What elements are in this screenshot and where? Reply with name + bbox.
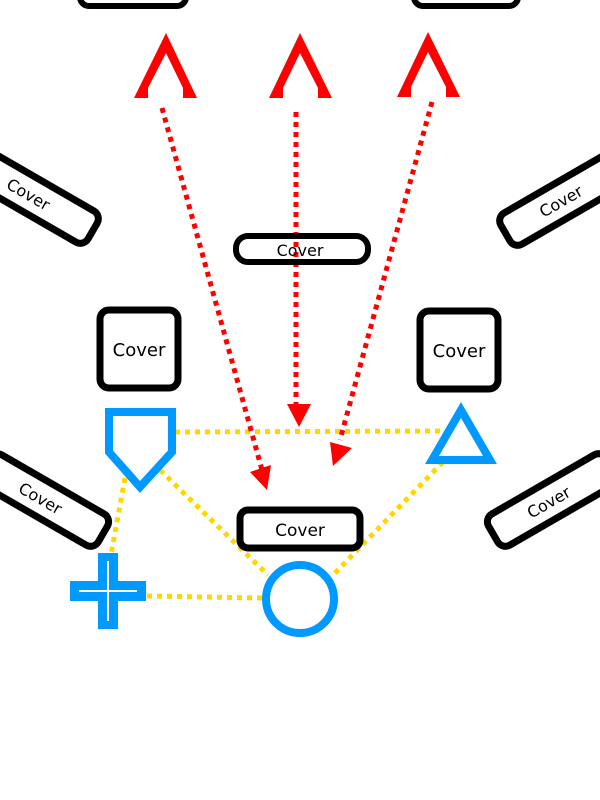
cover-right-square[interactable]: Cover: [416, 307, 502, 393]
arrowhead-left: [250, 465, 271, 490]
cover-label: Cover: [275, 521, 325, 541]
arrow-left: [159, 107, 265, 471]
caret-right-icon: [397, 32, 460, 97]
caret-left-icon: [134, 33, 197, 98]
pentagon-shield-icon[interactable]: [105, 408, 176, 493]
blue-shapes: [105, 402, 497, 637]
red-arrows: [159, 101, 435, 471]
cover-label: Cover: [113, 340, 166, 361]
cover-center-bar[interactable]: Cover: [233, 233, 371, 265]
cover-bottom-bar[interactable]: Cover: [236, 506, 364, 552]
cover-upper-left-tilted[interactable]: Cover: [0, 145, 102, 247]
link-shield-cross: [108, 477, 128, 556]
red-arrowheads: [250, 404, 352, 490]
cover-top-right[interactable]: [411, 0, 521, 9]
cover-upper-right-tilted[interactable]: Cover: [496, 147, 600, 249]
link-shield-triangle: [174, 428, 441, 435]
plus-cross-icon[interactable]: [70, 553, 146, 629]
yellow-links: [108, 428, 445, 601]
arrowhead-center: [287, 404, 311, 427]
cover-left-square[interactable]: Cover: [96, 306, 182, 392]
link-cross-circle: [146, 593, 263, 601]
red-carets: [134, 32, 460, 98]
circle-icon[interactable]: [262, 561, 338, 637]
triangle-icon[interactable]: [425, 402, 497, 464]
caret-center-icon: [269, 33, 332, 98]
cover-label: Cover: [277, 241, 324, 260]
cover-top-left[interactable]: [77, 0, 189, 9]
arrowhead-right: [330, 442, 352, 466]
cover-lower-right-tilted[interactable]: Cover: [483, 450, 600, 550]
arrow-right: [337, 101, 435, 441]
cover-lower-left-tilted[interactable]: Cover: [0, 450, 113, 550]
link-triangle-circle: [331, 460, 445, 577]
cover-label: Cover: [433, 341, 486, 362]
